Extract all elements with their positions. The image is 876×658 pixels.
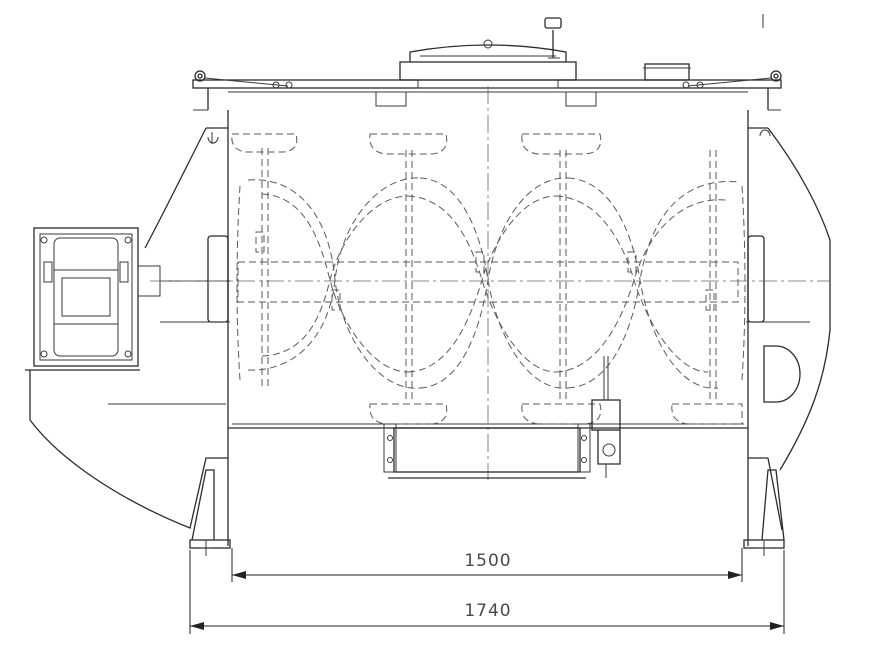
valve-actuator: [591, 356, 621, 478]
dimension-label-overall-width: 1740: [464, 601, 511, 621]
right-bearing: [746, 235, 810, 323]
dimension-overall-width: 1740: [189, 550, 785, 634]
agitator-shaft: [150, 261, 830, 303]
left-bearing: [160, 235, 230, 323]
gear-motor: [33, 227, 230, 367]
hand-wheel: [544, 17, 562, 59]
dimension-inner-width: 1500: [231, 548, 743, 582]
top-cover: [192, 70, 782, 111]
support-legs: [189, 469, 785, 549]
vessel-body: [25, 110, 831, 546]
manhole-cover: [399, 39, 577, 89]
dimension-label-inner-width: 1500: [464, 551, 511, 571]
foot-marks: [200, 540, 770, 556]
discharge-valve: [383, 423, 591, 479]
ribbon-supports: [231, 133, 743, 425]
inlet-nozzle: [643, 63, 691, 81]
ribbon-agitator: [236, 177, 746, 389]
